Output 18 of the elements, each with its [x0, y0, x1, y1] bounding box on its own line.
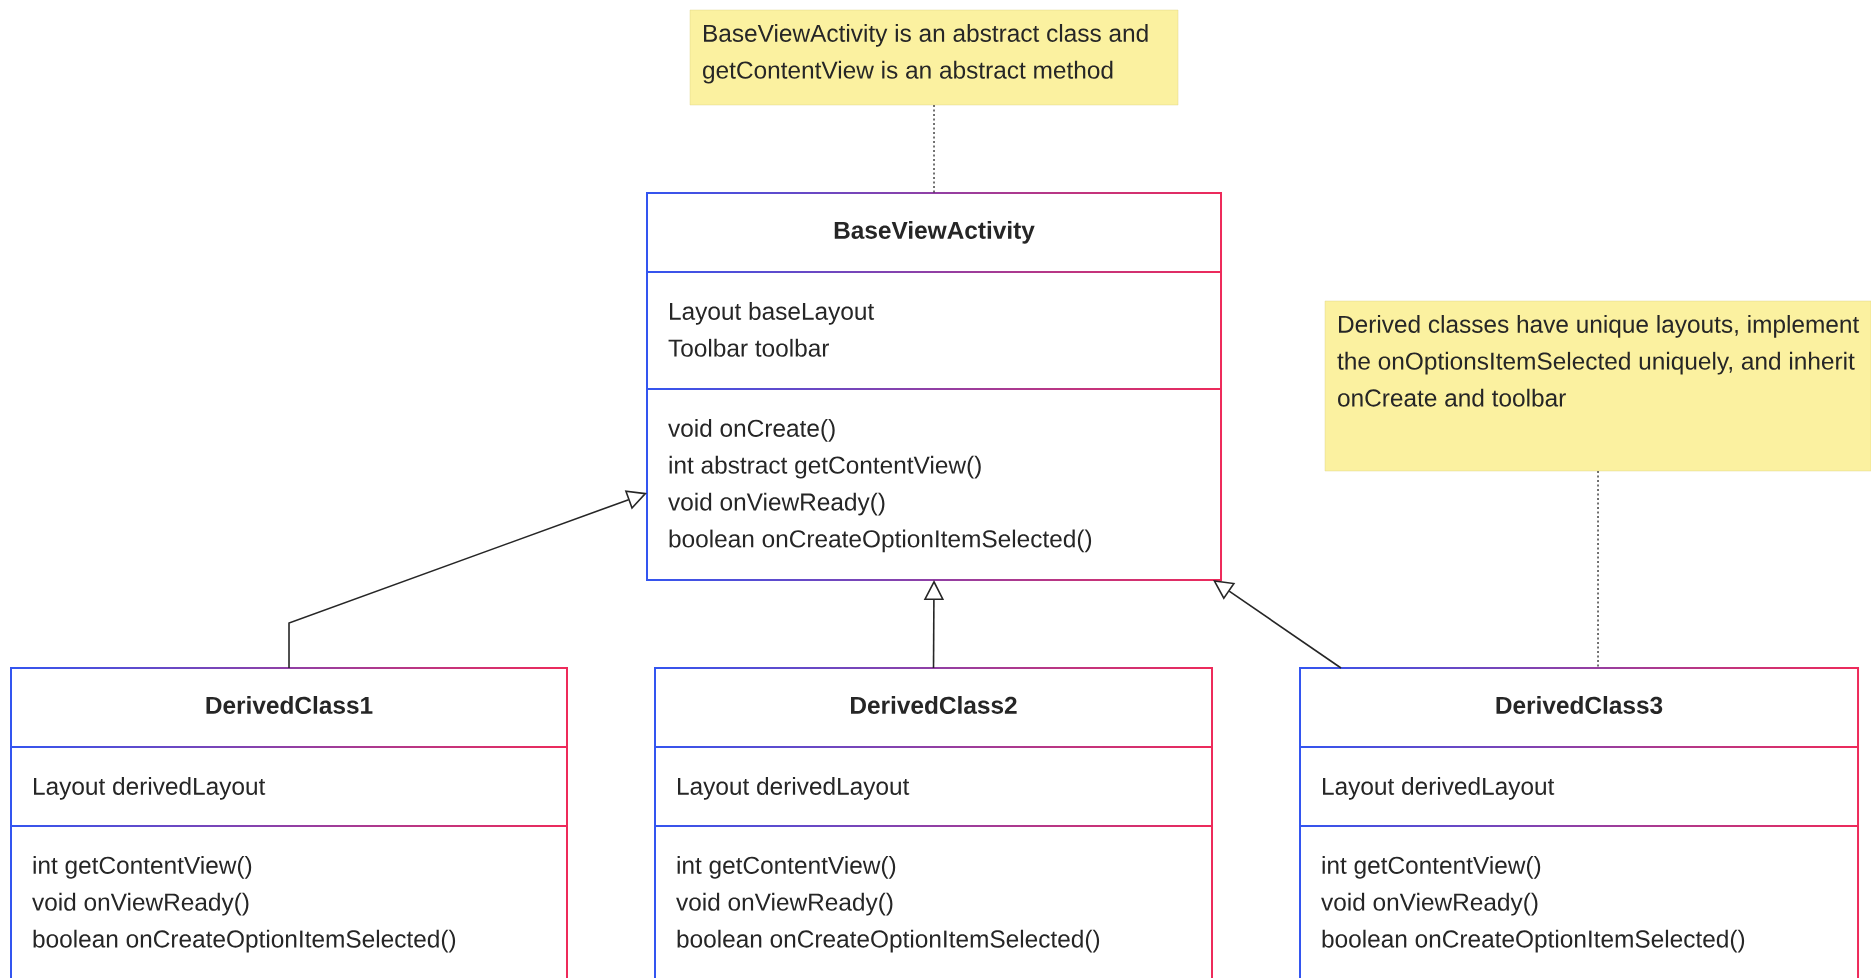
note-box: BaseViewActivity is an abstract class and getContentView is an abstract method [689, 9, 1179, 106]
note-box: Derived classes have unique layouts, implement the onOptionsItemSelected uniquely, and inherit onCreate and toolbar [1324, 300, 1871, 472]
node-label: DerivedClass2 [851, 696, 1017, 714]
inheritance-arrow [1213, 580, 1342, 669]
member-list: int getContentView() void onViewReady() boolean onCreateOptionItemSelected() [32, 856, 456, 953]
member-list: int getContentView() void onViewReady() boolean onCreateOptionItemSelected() [1321, 856, 1745, 953]
node-label: DerivedClass1 [206, 696, 373, 714]
node-label: DerivedClass3 [1496, 696, 1663, 714]
member-list: Layout derivedLayout [678, 777, 910, 800]
member-list: Layout derivedLayout [34, 777, 266, 800]
member-list: Layout baseLayout Toolbar toolbar [668, 302, 875, 357]
inheritance-arrow [288, 490, 647, 669]
node-label: BaseViewActivity [834, 221, 1035, 244]
member-list: void onCreate() int abstract getContentView() void onViewReady() boolean onCreateOptionItemSelected() [668, 419, 1092, 553]
member-list: int getContentView() void onViewReady() boolean onCreateOptionItemSelected() [676, 856, 1100, 953]
member-list: Layout derivedLayout [1323, 777, 1555, 800]
dotted-line [1597, 470, 1599, 669]
dotted-line [933, 104, 935, 194]
